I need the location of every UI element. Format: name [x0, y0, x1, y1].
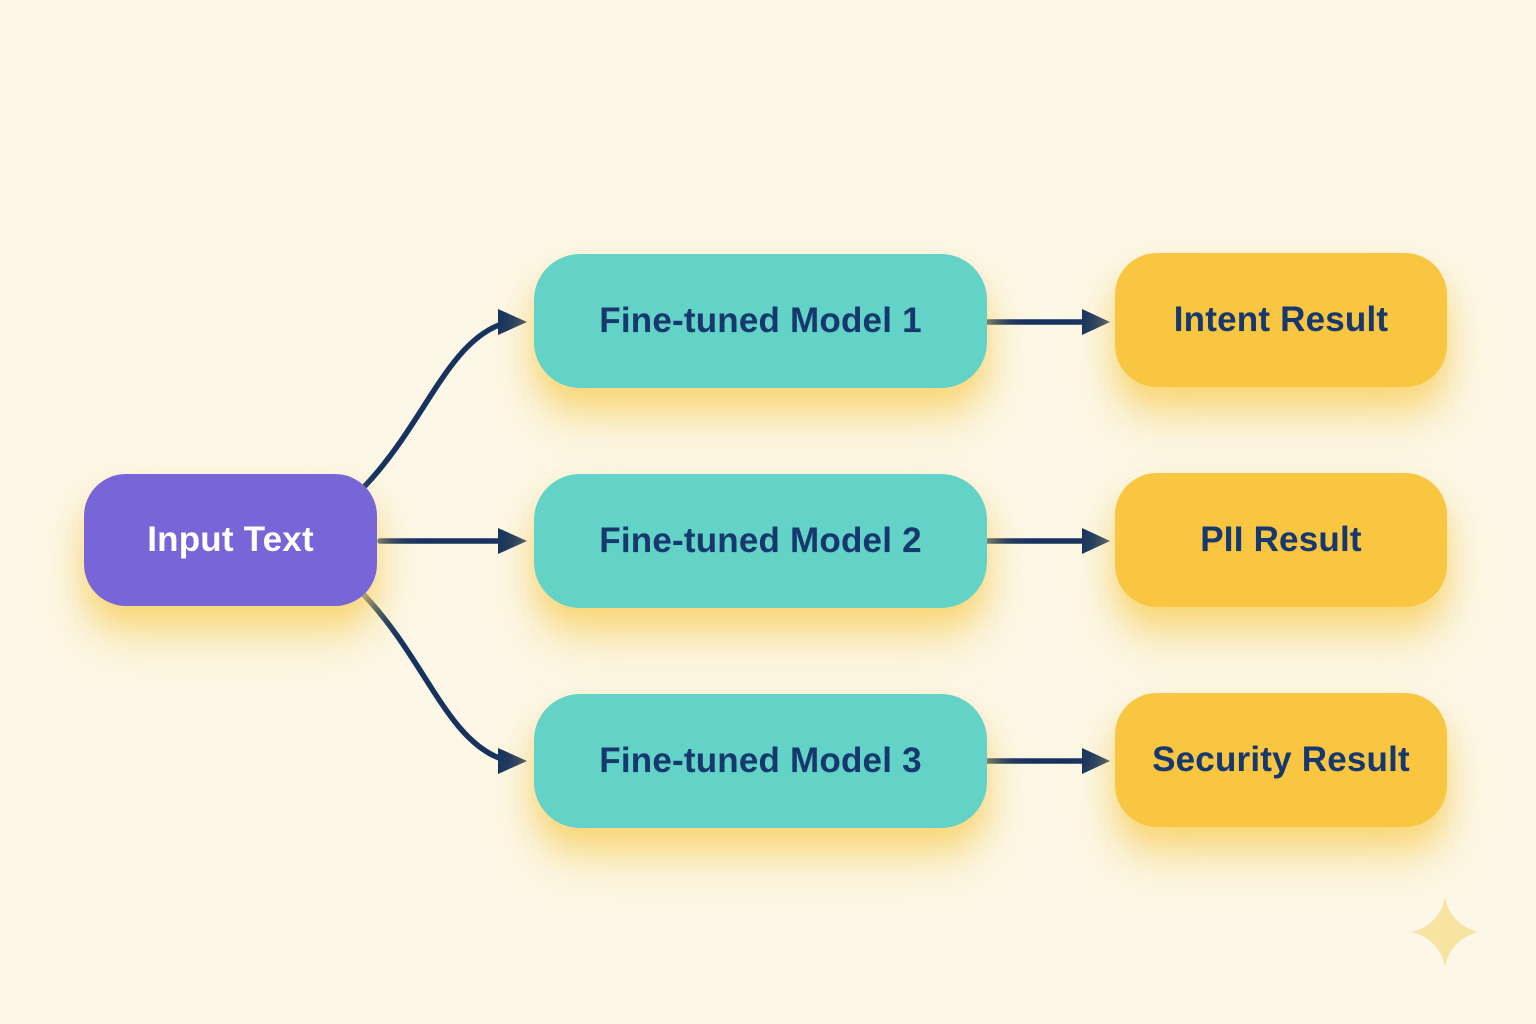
node-fine-tuned-model-1-label: Fine-tuned Model 1 — [599, 301, 922, 340]
node-fine-tuned-model-3: Fine-tuned Model 3 — [534, 694, 987, 828]
sparkle-icon — [1412, 897, 1478, 967]
node-fine-tuned-model-1: Fine-tuned Model 1 — [534, 254, 987, 388]
edge-model1-to-intent — [985, 309, 1110, 335]
edge-input-to-model3 — [361, 592, 527, 774]
edge-input-to-model2 — [377, 528, 527, 554]
edge-model3-to-security — [985, 748, 1110, 774]
node-security-result-label: Security Result — [1152, 740, 1410, 779]
node-fine-tuned-model-2: Fine-tuned Model 2 — [534, 474, 987, 608]
edge-input-to-model1 — [361, 309, 527, 490]
node-input-text: Input Text — [84, 474, 377, 606]
node-pii-result: PII Result — [1115, 473, 1447, 607]
node-pii-result-label: PII Result — [1200, 520, 1362, 559]
node-fine-tuned-model-2-label: Fine-tuned Model 2 — [599, 521, 922, 560]
edge-model2-to-pii — [985, 528, 1110, 554]
node-security-result: Security Result — [1115, 693, 1447, 827]
node-intent-result: Intent Result — [1115, 253, 1447, 387]
node-input-text-label: Input Text — [147, 520, 314, 559]
node-intent-result-label: Intent Result — [1173, 300, 1389, 339]
node-fine-tuned-model-3-label: Fine-tuned Model 3 — [599, 741, 922, 780]
